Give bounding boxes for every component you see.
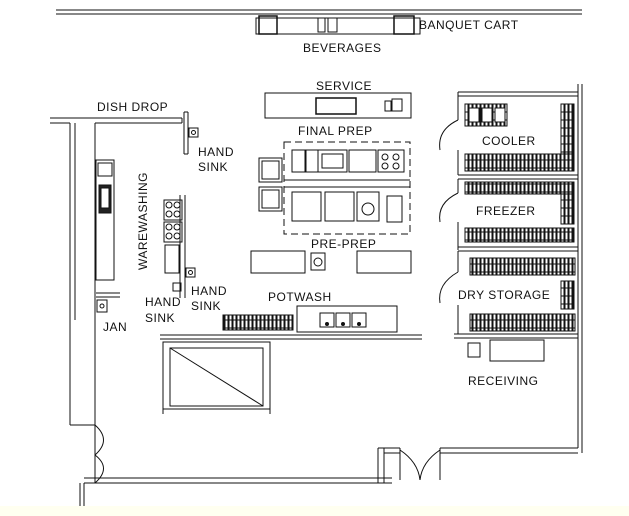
left-wall bbox=[69, 123, 96, 506]
hand-sink-1-line2: SINK bbox=[198, 160, 229, 174]
jan-label: JAN bbox=[103, 320, 128, 334]
potwash-label: POTWASH bbox=[268, 290, 332, 304]
receiving-label: RECEIVING bbox=[468, 374, 539, 388]
loading-dock bbox=[162, 341, 271, 414]
pre-prep-label: PRE-PREP bbox=[311, 237, 377, 251]
dish-drop-wall bbox=[50, 111, 199, 155]
beverages-label: BEVERAGES bbox=[303, 41, 382, 55]
mid-wall bbox=[160, 334, 422, 340]
cooler-label: COOLER bbox=[482, 134, 536, 148]
banquet-cart-label: BANQUET CART bbox=[419, 18, 519, 32]
hand-sink-3-line2: SINK bbox=[145, 311, 176, 325]
pre-prep-tables bbox=[250, 250, 412, 274]
top-wall bbox=[56, 9, 582, 15]
service-counter bbox=[264, 92, 412, 119]
freezer-room bbox=[439, 174, 578, 252]
final-prep-island bbox=[283, 141, 411, 235]
left-door bbox=[94, 424, 104, 484]
bottom-wall bbox=[84, 447, 400, 484]
hand-sink-1-line1: HAND bbox=[198, 145, 235, 159]
janitor-sink bbox=[96, 292, 120, 313]
warewashing-label: WAREWASHING bbox=[136, 172, 150, 270]
potwash-counter bbox=[222, 305, 398, 333]
warewashing-machine bbox=[95, 159, 115, 281]
right-door bbox=[399, 447, 578, 481]
freezer-label: FREEZER bbox=[476, 204, 536, 218]
island-chairs bbox=[258, 157, 283, 212]
dry-storage-room bbox=[439, 251, 578, 339]
right-wall bbox=[577, 84, 583, 453]
dish-drop-label: DISH DROP bbox=[97, 100, 169, 114]
hand-sink-2-line2: SINK bbox=[191, 299, 222, 313]
hand-sink-2-line1: HAND bbox=[191, 284, 228, 298]
footer-band bbox=[0, 506, 629, 516]
final-prep-label: FINAL PREP bbox=[298, 124, 373, 138]
cooler-room bbox=[439, 91, 578, 175]
beverages-counter bbox=[255, 15, 421, 35]
dry-storage-label: DRY STORAGE bbox=[458, 288, 551, 302]
service-label: SERVICE bbox=[316, 79, 372, 93]
receiving-area bbox=[467, 339, 545, 362]
hand-sink-3-line1: HAND bbox=[145, 295, 182, 309]
warewashing-partition bbox=[163, 195, 196, 298]
